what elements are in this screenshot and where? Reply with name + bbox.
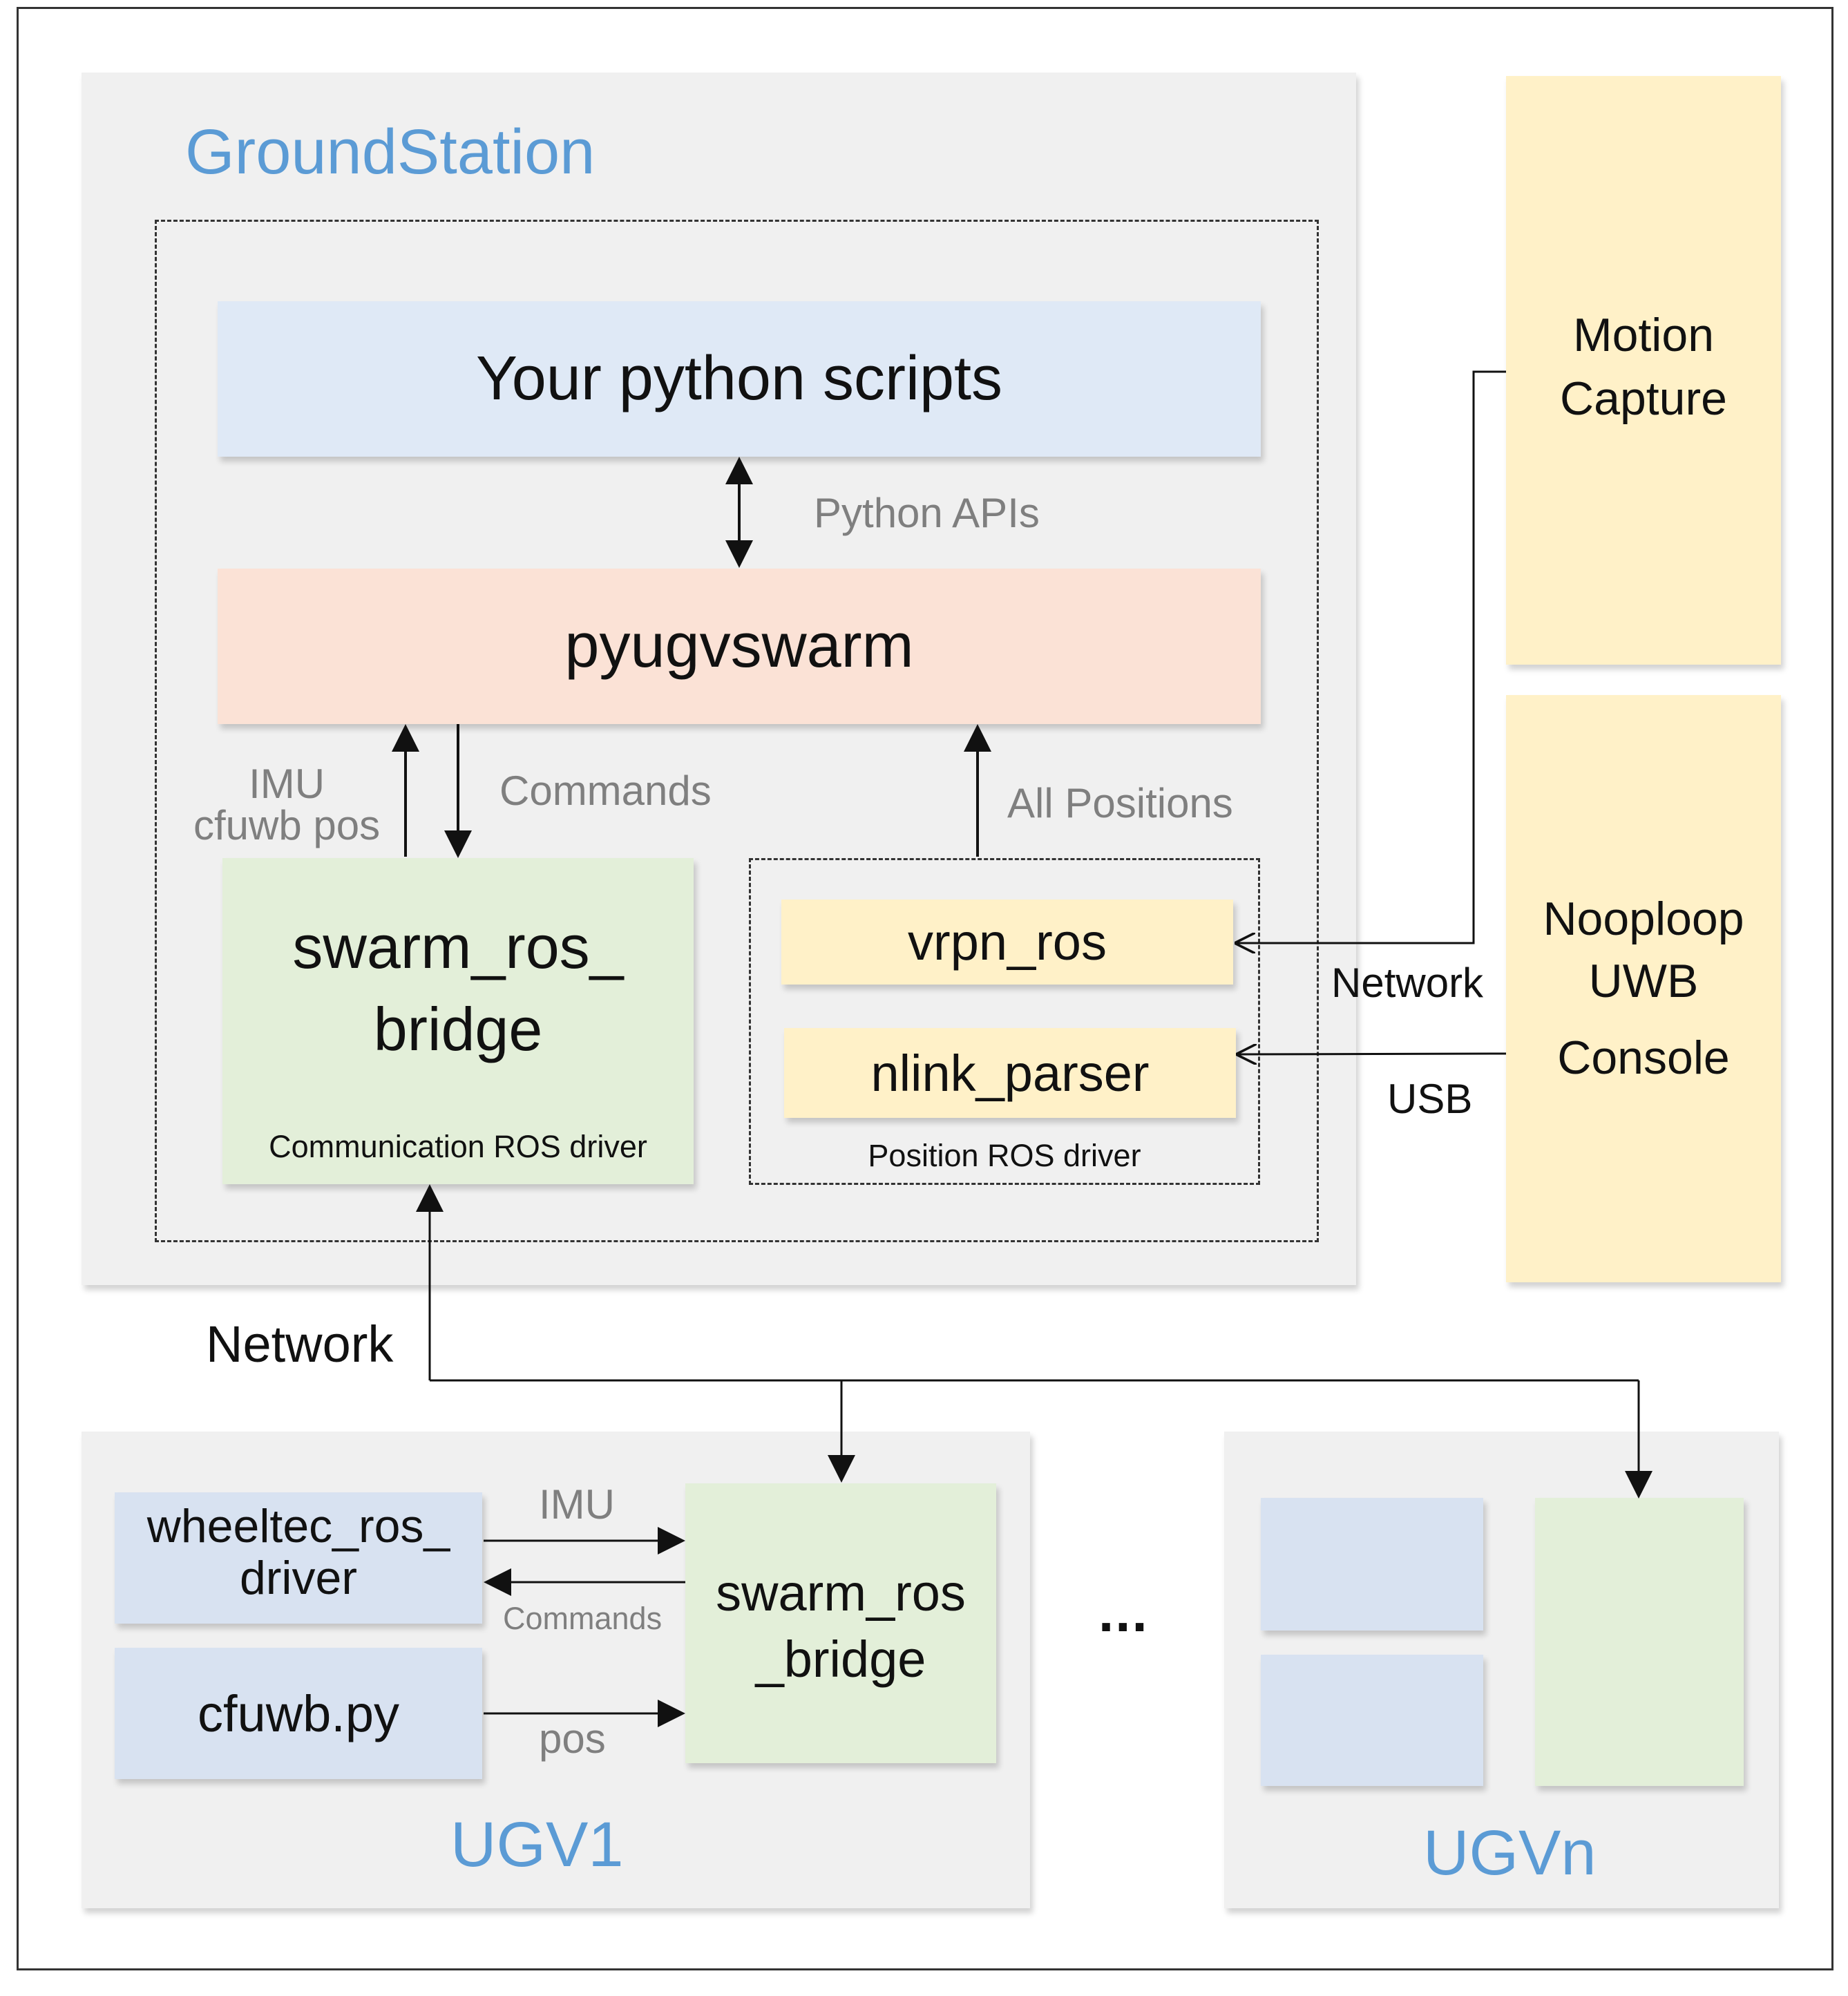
external-network-label: Network — [1331, 960, 1484, 1006]
uwb-line1: Nooploop — [1543, 893, 1744, 945]
cfuwb-box: cfuwb.py — [115, 1648, 482, 1779]
ugvn-bridge-box — [1535, 1498, 1744, 1786]
ugv1-bridge-line1: swarm_ros — [716, 1564, 966, 1622]
all-positions-label: All Positions — [1007, 780, 1233, 826]
ugv1-bridge-box — [685, 1483, 996, 1763]
python-apis-label: Python APIs — [814, 490, 1040, 536]
position-driver-caption: Position ROS driver — [868, 1138, 1141, 1173]
ugv1-imu-label: IMU — [539, 1481, 615, 1528]
ugv1-bridge-label: swarm_ros _bridge — [685, 1560, 996, 1693]
ellipsis: ... — [1098, 1581, 1149, 1643]
vrpn-ros-box: vrpn_ros — [781, 900, 1233, 985]
cfuwb-pos-label: cfuwb pos — [193, 802, 381, 848]
ugvn-driver-box-2 — [1261, 1655, 1483, 1786]
commands-label: Commands — [499, 768, 712, 814]
uwb-console-title: Nooploop UWB Console — [1506, 888, 1781, 1089]
wheeltec-driver-box — [115, 1492, 482, 1624]
outer-frame — [17, 7, 1833, 1970]
motion-capture-title: Motion Capture — [1506, 304, 1781, 431]
wheeltec-driver-label: wheeltec_ros_ driver — [115, 1501, 482, 1604]
uwb-line3: Console — [1557, 1031, 1730, 1084]
groundstation-software-boundary — [155, 220, 1319, 1242]
imu-cfuwb-label: IMU cfuwb pos — [193, 763, 380, 846]
groundstation-bridge-box: swarm_ros_ bridge Communication ROS driv… — [222, 858, 694, 1184]
uwb-console-box — [1506, 695, 1781, 1282]
motion-capture-network-line — [1237, 370, 1506, 943]
motion-capture-box — [1506, 76, 1781, 665]
groundstation-title: GroundStation — [185, 117, 596, 187]
python-scripts-box: Your python scripts — [218, 301, 1261, 457]
bridge-title-line1: swarm_ros_ — [292, 913, 624, 981]
vrpn-ros-label: vrpn_ros — [908, 913, 1107, 971]
nlink-parser-box: nlink_parser — [784, 1028, 1236, 1118]
ugvn-title: UGVn — [1423, 1818, 1597, 1888]
ugv1-commands-label: Commands — [503, 1601, 663, 1636]
ugv1-pos-label: pos — [539, 1715, 606, 1762]
python-scripts-label: Your python scripts — [475, 344, 1003, 413]
motion-line2: Capture — [1560, 372, 1727, 425]
wheeltec-line1: wheeltec_ros_ — [146, 1500, 450, 1552]
network-label: Network — [206, 1315, 394, 1373]
ugv1-title: UGV1 — [450, 1809, 624, 1880]
ugvn-driver-box-1 — [1261, 1498, 1483, 1631]
cfuwb-label: cfuwb.py — [197, 1684, 400, 1742]
bridge-title-line2: bridge — [373, 994, 543, 1063]
wheeltec-line2: driver — [239, 1551, 358, 1604]
bridge-caption: Communication ROS driver — [269, 1129, 647, 1164]
uwb-line2: UWB — [1588, 955, 1699, 1008]
imu-label: IMU — [249, 761, 325, 807]
pyugvswarm-label: pyugvswarm — [564, 611, 914, 681]
position-driver-group — [749, 858, 1260, 1185]
pyugvswarm-box: pyugvswarm — [218, 569, 1261, 724]
motion-line1: Motion — [1572, 309, 1715, 361]
usb-label: USB — [1387, 1076, 1473, 1122]
ugv1-bridge-line2: _bridge — [755, 1631, 926, 1689]
nlink-parser-label: nlink_parser — [870, 1044, 1150, 1102]
bridge-title: swarm_ros_ bridge — [222, 906, 694, 1071]
